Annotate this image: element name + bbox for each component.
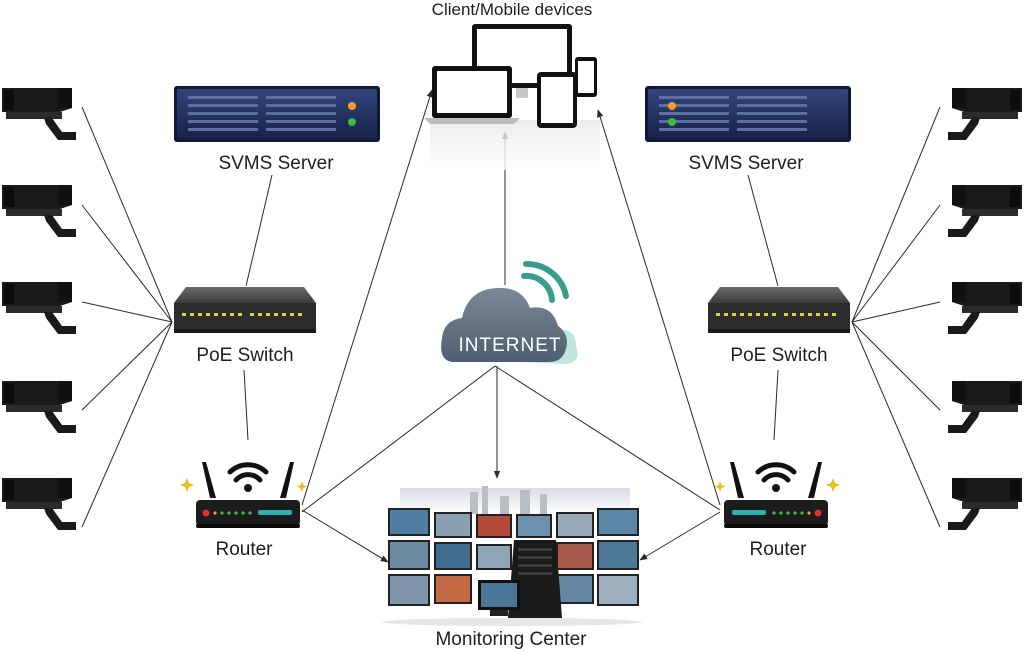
cctv-camera-icon bbox=[948, 282, 1022, 334]
poe-switch-icon bbox=[174, 287, 316, 333]
router-label: Router bbox=[749, 539, 807, 560]
right-cameras bbox=[948, 88, 1022, 530]
cctv-camera-icon bbox=[948, 185, 1022, 237]
server-status-led-orange bbox=[668, 102, 676, 110]
cctv-camera-icon bbox=[2, 381, 76, 433]
cctv-camera-icon bbox=[948, 88, 1022, 140]
right-svms-server: SVMS Server bbox=[645, 86, 851, 174]
cctv-camera-icon bbox=[948, 381, 1022, 433]
right-poe-switch: PoE Switch bbox=[708, 287, 850, 366]
sparkle-icon bbox=[714, 478, 840, 492]
client-devices-icon bbox=[424, 24, 600, 170]
wifi-router-icon bbox=[724, 462, 828, 528]
server-label: SVMS Server bbox=[218, 153, 334, 174]
switch-label: PoE Switch bbox=[730, 345, 827, 366]
cctv-camera-icon bbox=[948, 478, 1022, 530]
video-wall-icon bbox=[382, 486, 642, 626]
internet-cloud: INTERNET bbox=[441, 260, 578, 364]
client-devices: Client/Mobile devices bbox=[424, 0, 600, 170]
rack-server-icon bbox=[174, 86, 380, 142]
monitoring-label: Monitoring Center bbox=[435, 629, 587, 650]
cctv-camera-icon bbox=[2, 185, 76, 237]
cctv-camera-icon bbox=[2, 88, 76, 140]
server-status-led-green bbox=[668, 118, 676, 126]
rack-server-icon bbox=[645, 86, 851, 142]
client-devices-label: Client/Mobile devices bbox=[432, 0, 593, 19]
left-poe-switch: PoE Switch bbox=[174, 287, 316, 366]
cctv-camera-icon bbox=[2, 478, 76, 530]
wifi-router-icon bbox=[196, 462, 300, 528]
left-cameras bbox=[2, 88, 76, 530]
poe-switch-icon bbox=[708, 287, 850, 333]
left-svms-server: SVMS Server bbox=[174, 86, 380, 174]
sparkle-icon bbox=[180, 478, 308, 492]
router-label: Router bbox=[215, 539, 273, 560]
left-router: Router bbox=[180, 462, 308, 560]
internet-cloud-icon bbox=[441, 260, 578, 364]
internet-label: INTERNET bbox=[459, 335, 562, 356]
switch-label: PoE Switch bbox=[196, 345, 293, 366]
server-status-led-green bbox=[348, 118, 356, 126]
right-router: Router bbox=[714, 462, 840, 560]
monitoring-center: Monitoring Center bbox=[382, 486, 642, 650]
cctv-camera-icon bbox=[2, 282, 76, 334]
server-label: SVMS Server bbox=[688, 153, 804, 174]
server-status-led-orange bbox=[348, 102, 356, 110]
